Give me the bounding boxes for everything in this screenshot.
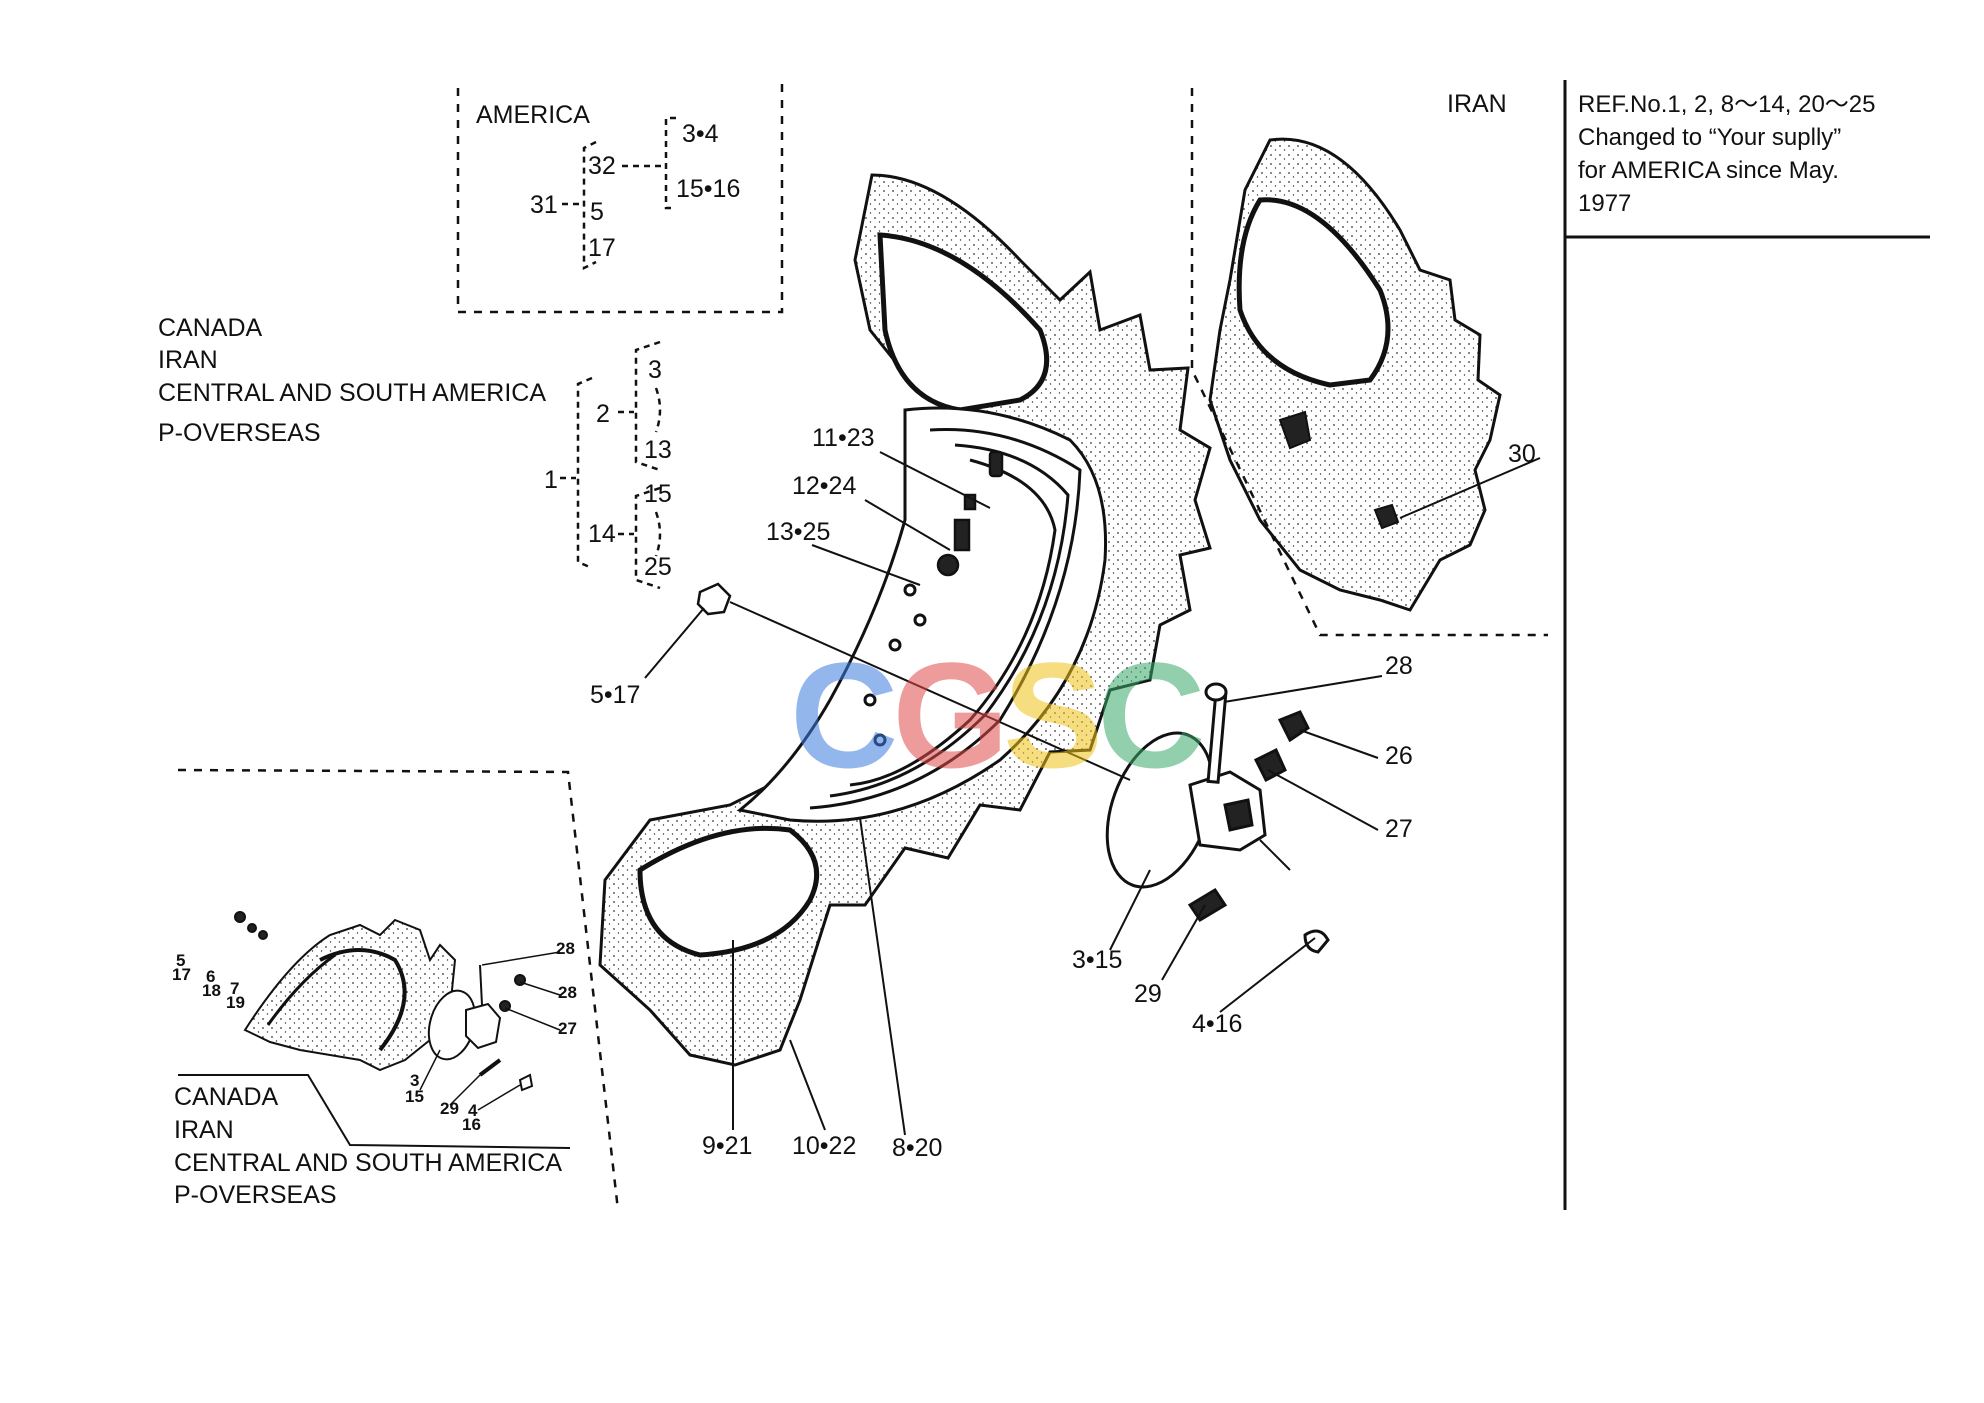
- callout-10-22: 10•22: [792, 1132, 857, 1160]
- region-inset-csa: CENTRAL AND SOUTH AMERICA: [174, 1149, 563, 1177]
- region-main-canada: CANADA: [158, 314, 263, 342]
- inset-callout-4: 4: [468, 1101, 478, 1120]
- america-tree-branch-a: 32: [588, 152, 616, 180]
- callout-26: 26: [1385, 742, 1413, 770]
- callout-8-20: 8•20: [892, 1134, 943, 1162]
- inset-wheel: [234, 911, 534, 1092]
- ref-note-line-2: Changed to “Your suplly”: [1578, 124, 1842, 151]
- ref-note-line-3: for AMERICA since May.: [1578, 157, 1839, 184]
- ref-note: REF.No.1, 2, 8〜14, 20〜25 Changed to “You…: [1578, 88, 1876, 220]
- main-tree-a2: 13: [644, 436, 672, 464]
- america-tree-branch-c: 17: [588, 234, 616, 262]
- region-inset-canada: CANADA: [174, 1083, 279, 1111]
- callout-13-25: 13•25: [766, 518, 831, 546]
- america-tree-branch-b: 5: [590, 198, 604, 226]
- inset-callout-16: 16: [462, 1115, 481, 1134]
- watermark-logo: CGSC: [790, 631, 1205, 799]
- main-tree-branch-a: 2: [596, 400, 610, 428]
- callout-3-15: 3•15: [1072, 946, 1123, 974]
- callout-29: 29: [1134, 980, 1162, 1008]
- main-tree-a1: 3: [648, 356, 662, 384]
- watermark-letter: C: [1097, 631, 1205, 799]
- tire-iran: [1208, 137, 1502, 612]
- ref-note-line-4: 1977: [1578, 190, 1632, 217]
- inset-callout-18: 18: [202, 981, 221, 1000]
- region-inset-poverseas: P-OVERSEAS: [174, 1181, 337, 1209]
- america-tree-brackets: [562, 116, 676, 271]
- america-tree-root: 31: [530, 191, 558, 219]
- valve-parts: [936, 450, 1004, 577]
- inset-callout-6: 6: [206, 967, 216, 986]
- inset-callout-19: 19: [226, 993, 245, 1012]
- leader-lines: [644, 451, 1541, 1136]
- main-tree-branch-b: 14: [588, 520, 616, 548]
- inset-callout-5: 5: [176, 951, 186, 970]
- iran-dashed-box: [1190, 88, 1548, 637]
- watermark-letter: G: [892, 631, 1009, 799]
- ref-note-line-1: REF.No.1, 2, 8〜14, 20〜25: [1578, 91, 1876, 118]
- watermark-letter: C: [790, 631, 898, 799]
- region-inset-iran: IRAN: [174, 1116, 234, 1144]
- region-main-iran: IRAN: [158, 346, 218, 374]
- region-iran-top-label: IRAN: [1447, 90, 1507, 118]
- inset-callout-7: 7: [230, 979, 240, 998]
- inset-callout-28a: 28: [556, 939, 575, 958]
- main-tree-b2: 25: [644, 553, 672, 581]
- watermark-letter: S: [1003, 631, 1103, 799]
- america-dashed-box: [456, 82, 784, 314]
- callout-27: 27: [1385, 815, 1413, 843]
- inset-callout-28b: 28: [558, 983, 577, 1002]
- nut-5-17: [696, 582, 732, 616]
- region-america-label: AMERICA: [476, 101, 590, 129]
- america-tree-sub-a: 3•4: [682, 120, 719, 148]
- main-tree-b1: 15: [644, 480, 672, 508]
- inset-leader-lines: [419, 951, 561, 1111]
- wheel-rim: [736, 406, 1108, 823]
- callout-11-23: 11•23: [812, 424, 875, 452]
- callout-5-17: 5•17: [590, 681, 641, 709]
- hub-assembly: [1105, 682, 1330, 954]
- callout-9-21: 9•21: [702, 1132, 753, 1160]
- inset-dashed-box: [177, 768, 620, 1211]
- region-main-poverseas: P-OVERSEAS: [158, 419, 321, 447]
- inset-callout-27: 27: [558, 1019, 577, 1038]
- main-tree-brackets: [560, 340, 662, 590]
- callout-4-16: 4•16: [1192, 1010, 1243, 1038]
- callout-28: 28: [1385, 652, 1413, 680]
- main-tree-root: 1: [544, 466, 558, 494]
- region-main-csa: CENTRAL AND SOUTH AMERICA: [158, 379, 547, 407]
- inset-callout-17: 17: [172, 965, 191, 984]
- inset-callout-3: 3: [410, 1071, 420, 1090]
- inset-callout-29: 29: [440, 1099, 459, 1118]
- inset-region-underline: [178, 1074, 571, 1149]
- callout-30: 30: [1508, 440, 1536, 468]
- callout-12-24: 12•24: [792, 472, 857, 500]
- america-tree-sub-b: 15•16: [676, 175, 741, 203]
- inset-callout-15: 15: [405, 1087, 424, 1106]
